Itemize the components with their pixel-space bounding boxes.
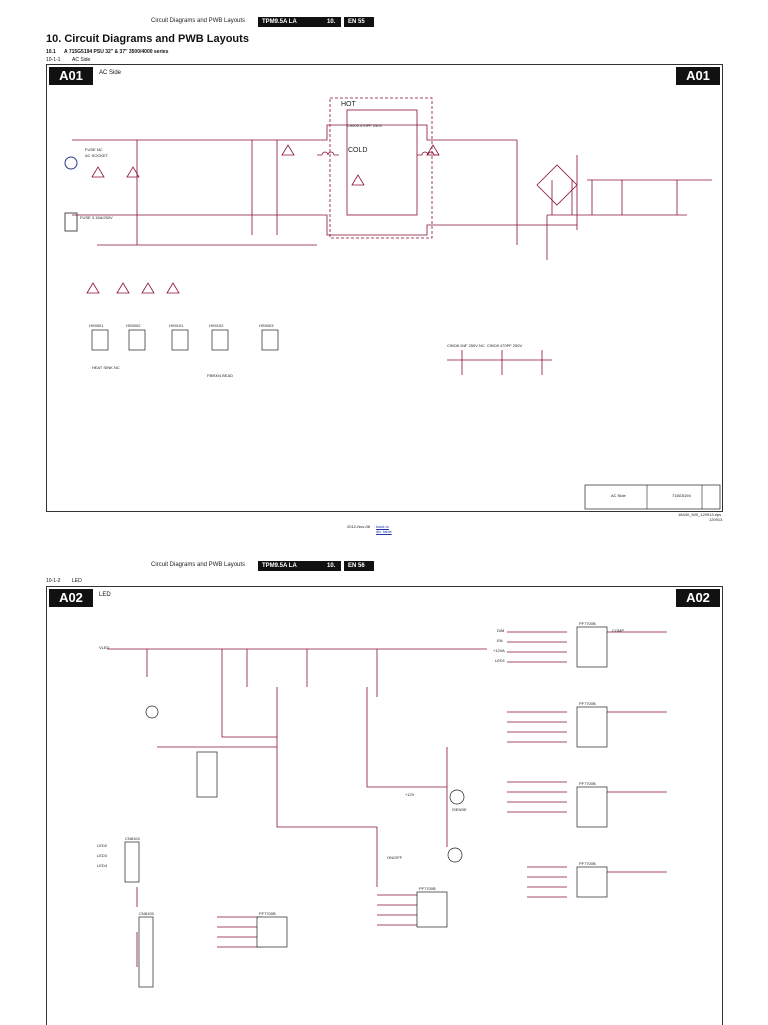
fuse-label: FUSE NC — [85, 147, 103, 152]
schematic-ac-side — [64, 97, 721, 510]
heat-sink-5: HS9003 — [259, 323, 274, 328]
diagram-label-left: A01 — [49, 67, 93, 85]
header2-title: Circuit Diagrams and PWB Layouts — [151, 562, 246, 568]
net-led3: LED3 — [97, 853, 108, 858]
file-name: 18440_500_120913.eps — [678, 512, 722, 517]
net-led2: LED2 — [97, 843, 108, 848]
net-12v: +12V — [405, 792, 415, 797]
net-vled: VLED — [99, 645, 110, 650]
ac-socket-label: AC SOCKET — [85, 153, 109, 158]
sub2-section-number: 10-1-2 — [46, 578, 61, 584]
header-model: TPM9.5A LA — [258, 17, 324, 27]
diagram-side-text: AC Side — [99, 70, 122, 76]
sub-section-name: AC Side — [72, 57, 91, 63]
ic-4-label: PF7700B — [579, 861, 596, 866]
net-comp: COMP — [612, 628, 624, 633]
ic-5-label: PF7700B — [259, 911, 276, 916]
heat-sink-3: HS9101 — [169, 323, 184, 328]
file-date: 120913 — [709, 517, 723, 522]
net-en: EN — [497, 638, 503, 643]
subtitle: A 715G5194 PSU 32" & 37" 3500/4000 serie… — [64, 49, 169, 55]
heat-sink-4: HS9102 — [209, 323, 224, 328]
header2-page: EN 56 — [344, 561, 374, 571]
net-led4: LED4 — [97, 863, 108, 868]
subtitle-number: 10.1 — [46, 49, 56, 55]
net-onoff: ON/OFF — [387, 855, 403, 860]
header2-model: TPM9.5A LA — [258, 561, 324, 571]
schematic-led — [107, 626, 667, 988]
header-section: 10. — [323, 17, 341, 27]
net-isense: ISENSE — [452, 807, 467, 812]
header-title: Circuit Diagrams and PWB Layouts — [151, 18, 246, 24]
diagram2-side-text: LED — [99, 592, 111, 598]
cap-hot-label: C9005 470PF 250V — [347, 123, 383, 128]
hot-label: HOT — [341, 101, 356, 108]
back-to-table-link[interactable]: back to div. table — [376, 524, 392, 534]
ic-3-label: PF7700B — [579, 781, 596, 786]
sub-section-number: 10-1-1 — [46, 57, 61, 63]
connector-2-label: CN8105 — [139, 911, 154, 916]
section-title: 10. Circuit Diagrams and PWB Layouts — [46, 33, 249, 45]
ic-2-label: PF7700B — [579, 701, 596, 706]
net-led1: LED1 — [495, 658, 506, 663]
heat-sink-label: HEAT SINK NC — [92, 365, 120, 370]
sub2-section-name: LED — [72, 578, 82, 584]
net-dim: DIM — [497, 628, 505, 633]
diagram-label-right: A01 — [676, 67, 720, 85]
cap-c9008: C9008 1NF 250V NC — [447, 343, 485, 348]
heat-sink-2: HS9002 — [126, 323, 141, 328]
ic-1-label: PF7700B — [579, 621, 596, 626]
cap-c9009: C9009 470PF 250V — [487, 343, 523, 348]
title-block-name: AC Side — [611, 493, 626, 498]
connector-1-label: CN8104 — [125, 836, 140, 841]
bead-label: FB9004 BEAD — [207, 373, 234, 378]
heat-sink-1: HS9001 — [89, 323, 104, 328]
diagram2-label-right: A02 — [676, 589, 720, 607]
schematic-frame-a01: A01 AC Side A01 — [46, 64, 723, 512]
title-block-code: 715G5194 — [672, 493, 691, 498]
header-page: EN 55 — [344, 17, 374, 27]
cold-label: COLD — [348, 147, 368, 154]
fuse-main-label: FUSE 3.15A/250V — [80, 215, 113, 220]
ic-6-label: PF7700B — [419, 886, 436, 891]
diagram2-label-left: A02 — [49, 589, 93, 607]
header2-section: 10. — [323, 561, 341, 571]
print-date: 2012-Nov-06 — [347, 524, 371, 529]
net-12va: +12VA — [493, 648, 505, 653]
schematic-frame-a02: A02 LED A02 — [46, 586, 723, 1025]
